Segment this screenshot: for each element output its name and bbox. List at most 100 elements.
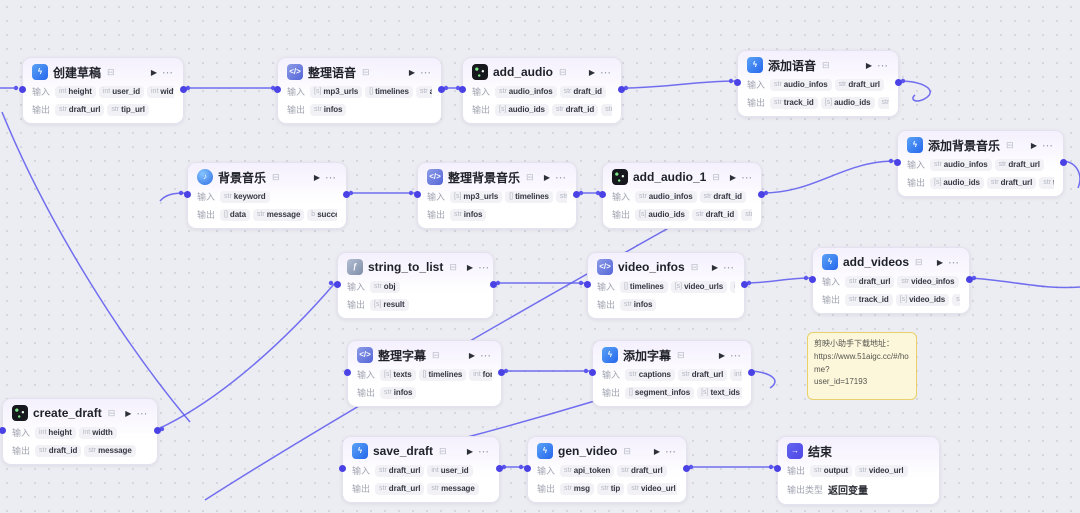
run-node-button[interactable]: ▶ [653, 446, 660, 456]
collapse-icon[interactable]: ⊟ [449, 261, 457, 272]
workflow-edge[interactable] [744, 277, 811, 284]
output-port[interactable] [154, 427, 161, 434]
workflow-node-add-subtitles[interactable]: ϟ添加字幕⊟▶⋯输入strcaptionsstrdraft_urlintalig… [589, 340, 755, 407]
output-port[interactable] [895, 79, 902, 86]
input-port[interactable] [339, 465, 346, 472]
output-port[interactable] [758, 191, 765, 198]
input-port[interactable] [414, 191, 421, 198]
output-port[interactable] [438, 86, 445, 93]
workflow-node-organize-voice[interactable]: </>整理语音⊟▶⋯输入[s]mp3_urls[]timelinesstraud… [274, 57, 445, 124]
input-port[interactable] [589, 369, 596, 376]
input-port[interactable] [599, 191, 606, 198]
run-node-button[interactable]: ▶ [150, 67, 157, 77]
run-node-button[interactable]: ▶ [588, 67, 595, 77]
run-node-button[interactable]: ▶ [468, 350, 475, 360]
collapse-icon[interactable]: ⊟ [915, 256, 923, 267]
node-menu-button[interactable]: ⋯ [600, 66, 612, 79]
output-port[interactable] [966, 276, 973, 283]
run-node-button[interactable]: ▶ [543, 172, 550, 182]
input-port[interactable] [0, 427, 6, 434]
collapse-icon[interactable]: ⊟ [559, 66, 567, 77]
node-menu-button[interactable]: ⋯ [480, 349, 492, 362]
run-node-button[interactable]: ▶ [466, 262, 474, 272]
run-node-button[interactable]: ▶ [466, 446, 473, 456]
node-menu-button[interactable]: ⋯ [420, 66, 432, 79]
output-port[interactable] [496, 465, 503, 472]
run-node-button[interactable]: ▶ [1030, 140, 1037, 150]
output-port[interactable] [683, 465, 690, 472]
output-port[interactable] [498, 369, 505, 376]
run-node-button[interactable]: ▶ [718, 350, 725, 360]
output-port[interactable] [343, 191, 350, 198]
workflow-edge[interactable] [898, 80, 931, 102]
node-menu-button[interactable]: ⋯ [1042, 139, 1054, 152]
node-menu-button[interactable]: ⋯ [478, 445, 490, 458]
node-menu-button[interactable]: ⋯ [325, 171, 337, 184]
collapse-icon[interactable]: ⊟ [439, 445, 447, 456]
output-port[interactable] [490, 281, 497, 288]
run-node-button[interactable]: ▶ [729, 172, 737, 182]
input-port[interactable] [334, 281, 341, 288]
collapse-icon[interactable]: ⊟ [712, 171, 720, 182]
node-menu-button[interactable]: ⋯ [723, 261, 735, 274]
input-port[interactable] [344, 369, 351, 376]
input-port[interactable] [774, 465, 781, 472]
input-port[interactable] [459, 86, 466, 93]
workflow-edge[interactable] [157, 282, 336, 430]
output-port[interactable] [741, 281, 748, 288]
node-menu-button[interactable]: ⋯ [741, 171, 754, 184]
run-node-button[interactable]: ▶ [313, 172, 320, 182]
collapse-icon[interactable]: ⊟ [677, 349, 685, 360]
input-port[interactable] [524, 465, 531, 472]
input-port[interactable] [19, 86, 26, 93]
input-port[interactable] [894, 159, 901, 166]
run-node-button[interactable]: ▶ [711, 262, 718, 272]
workflow-edge[interactable] [751, 370, 776, 389]
node-menu-button[interactable]: ⋯ [877, 59, 889, 72]
output-port[interactable] [573, 191, 580, 198]
collapse-icon[interactable]: ⊟ [432, 349, 440, 360]
workflow-edge[interactable] [761, 160, 896, 194]
sticky-note[interactable]: 剪映小助手下载地址： https://www.51aigc.cc/#/home?… [807, 332, 917, 400]
run-node-button[interactable]: ▶ [865, 60, 872, 70]
collapse-icon[interactable]: ⊟ [526, 171, 534, 182]
output-port[interactable] [1060, 159, 1067, 166]
node-menu-button[interactable]: ⋯ [136, 407, 149, 420]
collapse-icon[interactable]: ⊟ [822, 59, 830, 70]
run-node-button[interactable]: ▶ [408, 67, 415, 77]
input-port[interactable] [584, 281, 591, 288]
collapse-icon[interactable]: ⊟ [362, 66, 370, 77]
workflow-edge[interactable] [969, 277, 1080, 289]
workflow-node-organize-bg-music[interactable]: </>整理背景音乐⊟▶⋯输入[s]mp3_urls[]timelinesstra… [414, 162, 580, 229]
collapse-icon[interactable]: ⊟ [1006, 139, 1014, 150]
collapse-icon[interactable]: ⊟ [107, 66, 115, 77]
output-port[interactable] [180, 86, 187, 93]
run-node-button[interactable]: ▶ [936, 257, 943, 267]
collapse-icon[interactable]: ⊟ [107, 407, 116, 418]
collapse-icon[interactable]: ⊟ [690, 261, 699, 272]
workflow-node-organize-subtitles[interactable]: </>整理字幕⊟▶⋯输入[s]texts[]timelinesintfont_s… [344, 340, 505, 407]
collapse-icon[interactable]: ⊟ [623, 445, 631, 456]
workflow-node-create-draft-cn[interactable]: ϟ创建草稿⊟▶⋯输入intheightintuser_idintwidth输出s… [19, 57, 187, 124]
input-port[interactable] [809, 276, 816, 283]
collapse-icon[interactable]: ⊟ [272, 171, 280, 182]
input-port[interactable] [184, 191, 191, 198]
input-port[interactable] [274, 86, 281, 93]
output-port[interactable] [618, 86, 625, 93]
node-menu-button[interactable]: ⋯ [555, 171, 567, 184]
node-menu-button[interactable]: ⋯ [162, 66, 174, 79]
input-port[interactable] [734, 79, 741, 86]
workflow-edge[interactable] [621, 80, 736, 89]
